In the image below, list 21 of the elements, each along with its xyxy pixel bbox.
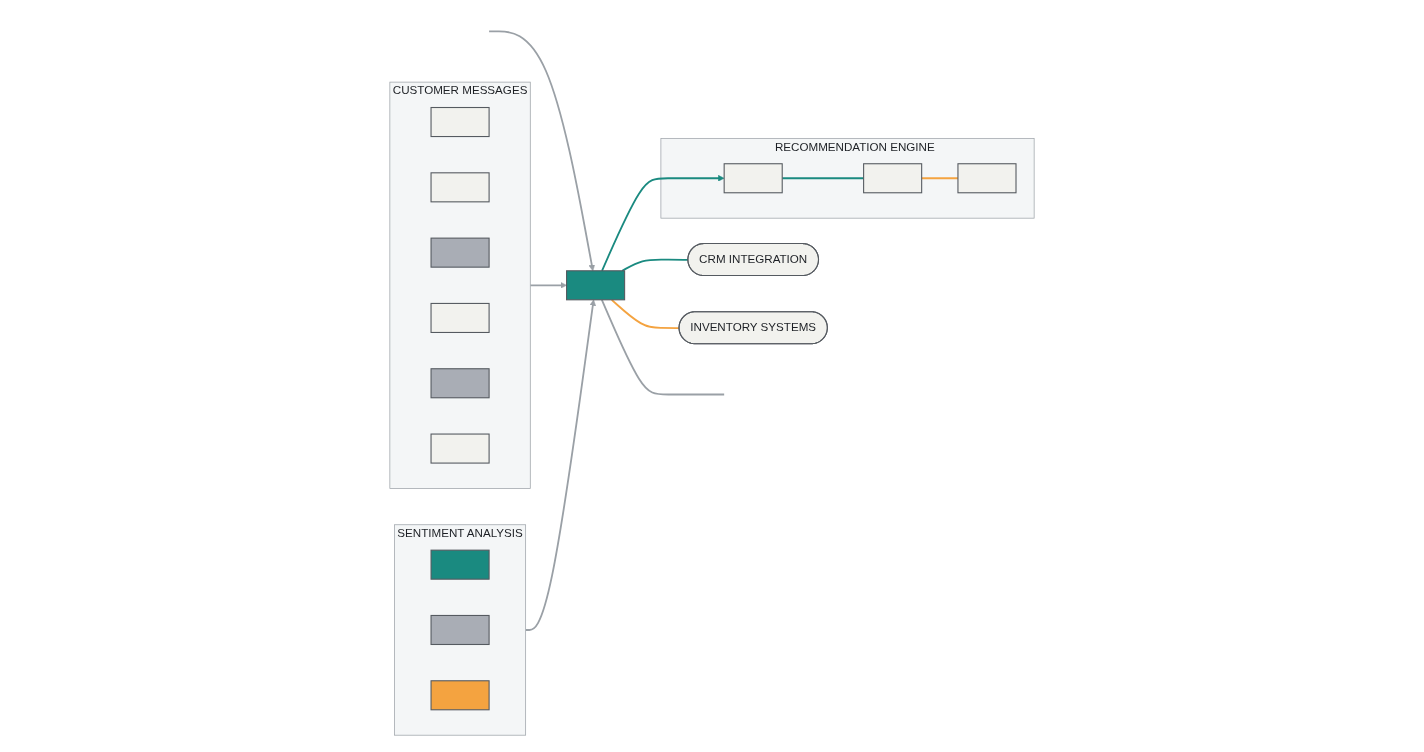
arrow bbox=[488, 30, 595, 272]
node-box bbox=[957, 163, 1017, 194]
node-box bbox=[863, 163, 923, 194]
cluster: SENTIMENT ANALYSIS bbox=[394, 524, 527, 736]
node-box bbox=[430, 433, 490, 464]
node-box bbox=[430, 172, 490, 203]
arrow bbox=[529, 282, 567, 289]
node-box bbox=[430, 680, 490, 711]
cluster: RECOMMENDATION ENGINE bbox=[660, 138, 1035, 219]
node-box bbox=[430, 106, 490, 138]
node-box bbox=[430, 302, 490, 333]
arrow bbox=[524, 299, 596, 631]
node-box bbox=[723, 163, 783, 194]
node-box bbox=[430, 614, 490, 646]
node-box bbox=[566, 270, 626, 301]
node-box bbox=[430, 549, 490, 580]
node-box bbox=[430, 237, 490, 268]
connector bbox=[600, 298, 726, 396]
cluster: CUSTOMER MESSAGES bbox=[389, 81, 531, 489]
arrow bbox=[601, 175, 725, 272]
node-box bbox=[430, 368, 490, 399]
